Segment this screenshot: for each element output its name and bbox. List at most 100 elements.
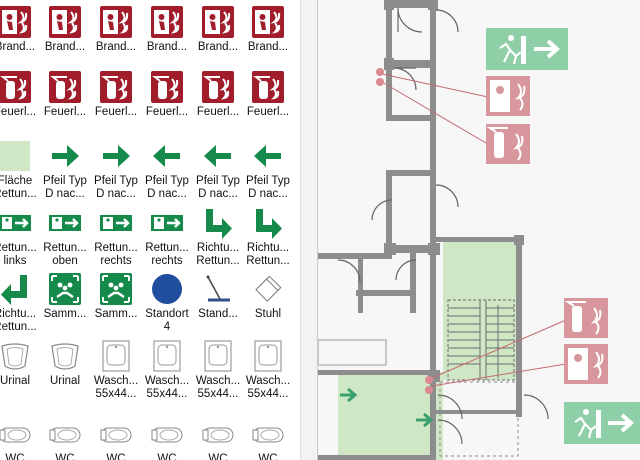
shape-tile[interactable]: Samm... — [91, 273, 141, 321]
toilet-icon — [252, 418, 284, 450]
shape-tile[interactable]: Richtu... Rettun... — [193, 207, 243, 268]
shape-label: Richtu... Rettun... — [0, 308, 37, 333]
shape-label: Rettun... rechts — [94, 242, 138, 267]
shape-tile[interactable]: Feuerl... — [40, 71, 90, 119]
fire-extinguisher-icon — [0, 71, 31, 103]
shape-tile[interactable]: Feuerl... — [243, 71, 293, 119]
shape-tile[interactable]: Richtu... Rettun... — [0, 273, 40, 334]
shape-tile[interactable]: WC — [142, 418, 192, 460]
fire-alarm-button-icon — [49, 6, 81, 38]
shape-label: Brand... — [197, 41, 239, 53]
shape-label: WC — [208, 453, 228, 460]
shape-tile[interactable]: WC — [0, 418, 40, 460]
chair-icon — [252, 273, 284, 305]
shape-label: Wasch... 55x44... — [93, 375, 139, 400]
escape-route-sign-icon — [0, 207, 31, 239]
shape-tile[interactable]: Rettun... rechts — [142, 207, 192, 268]
washbasin-icon — [151, 340, 183, 372]
shape-tile[interactable]: Brand... — [0, 6, 40, 54]
shape-label: Wasch... 55x44... — [245, 375, 291, 400]
shape-tile[interactable]: Brand... — [142, 6, 192, 54]
shape-label: Standort 4 — [145, 308, 189, 333]
shape-tile[interactable]: Fläche Rettun... — [0, 140, 40, 201]
shape-label: Stuhl — [254, 308, 282, 320]
standing-lamp-icon — [202, 273, 234, 305]
shape-tile[interactable]: Wasch... 55x44... — [91, 340, 141, 401]
arrow-left-icon — [202, 140, 234, 172]
shape-tile[interactable]: Pfeil Typ D nac... — [40, 140, 90, 201]
washbasin-icon — [100, 340, 132, 372]
exit-sign-icon[interactable] — [486, 28, 568, 70]
urinal-icon — [49, 340, 81, 372]
shape-tile[interactable]: Feuerl... — [193, 71, 243, 119]
arrow-right-icon — [49, 140, 81, 172]
shape-tile[interactable]: Wasch... 55x44... — [243, 340, 293, 401]
toilet-icon — [0, 418, 31, 450]
shape-tile[interactable]: WC — [40, 418, 90, 460]
shape-label: WC — [258, 453, 278, 460]
exit-sign-icon[interactable] — [564, 402, 640, 444]
fire-alarm-sign-icon[interactable] — [486, 76, 530, 116]
shape-tile[interactable]: Brand... — [193, 6, 243, 54]
shape-tile[interactable]: Standort 4 — [142, 273, 192, 334]
shape-tile[interactable]: Pfeil Typ D nac... — [243, 140, 293, 201]
shape-tile[interactable]: Brand... — [40, 6, 90, 54]
shape-tile[interactable]: Stuhl — [243, 273, 293, 321]
fire-extinguisher-icon — [49, 71, 81, 103]
fire-extinguisher-sign-icon[interactable] — [564, 298, 608, 338]
shape-tile[interactable]: Feuerl... — [91, 71, 141, 119]
shape-tile[interactable]: WC — [91, 418, 141, 460]
shape-tile[interactable]: Rettun... links — [0, 207, 40, 268]
shape-label: Feuerl... — [0, 106, 37, 118]
toilet-icon — [202, 418, 234, 450]
shape-label: Rettun... links — [0, 242, 37, 267]
shape-label: Wasch... 55x44... — [144, 375, 190, 400]
escape-route-sign-icon — [151, 207, 183, 239]
shape-tile[interactable]: Wasch... 55x44... — [142, 340, 192, 401]
shape-label: WC — [106, 453, 126, 460]
fire-alarm-button-icon — [252, 6, 284, 38]
shape-tile[interactable]: Pfeil Typ D nac... — [91, 140, 141, 201]
urinal-icon — [0, 340, 31, 372]
shape-label: Brand... — [0, 41, 36, 53]
shape-tile[interactable]: Urinal — [0, 340, 40, 388]
shape-tile[interactable]: Rettun... oben — [40, 207, 90, 268]
shape-tile[interactable]: Feuerl... — [142, 71, 192, 119]
arrow-right-icon — [100, 140, 132, 172]
shape-tile[interactable]: Urinal — [40, 340, 90, 388]
shape-label: Pfeil Typ D nac... — [43, 175, 87, 200]
shape-tile[interactable]: Wasch... 55x44... — [193, 340, 243, 401]
shape-label: Pfeil Typ D nac... — [145, 175, 189, 200]
toilet-icon — [49, 418, 81, 450]
shape-label: Feuerl... — [94, 106, 138, 118]
washbasin-icon — [202, 340, 234, 372]
fire-extinguisher-icon — [100, 71, 132, 103]
shape-label: Samm... — [43, 308, 87, 320]
shape-tile[interactable]: Stand... — [193, 273, 243, 321]
drawing-canvas[interactable] — [318, 0, 640, 460]
fire-extinguisher-sign-icon[interactable] — [486, 124, 530, 164]
shape-tile[interactable]: Feuerl... — [0, 71, 40, 119]
shape-tile[interactable]: WC — [193, 418, 243, 460]
shape-tile[interactable]: Pfeil Typ D nac... — [142, 140, 192, 201]
shape-tile[interactable]: Samm... — [40, 273, 90, 321]
shape-tile[interactable]: Brand... — [243, 6, 293, 54]
escape-area-stairs[interactable] — [443, 240, 519, 380]
shape-tile[interactable]: Richtu... Rettun... — [243, 207, 293, 268]
shape-label: Pfeil Typ D nac... — [246, 175, 290, 200]
shape-tile[interactable]: WC — [243, 418, 293, 460]
shape-label: WC — [55, 453, 75, 460]
panel-splitter[interactable] — [300, 0, 318, 460]
turn-arrow-down-right-icon — [252, 207, 284, 239]
fire-alarm-sign-icon[interactable] — [564, 344, 608, 384]
assembly-point-icon — [100, 273, 132, 305]
fire-alarm-button-icon — [202, 6, 234, 38]
turn-arrow-down-left-icon — [0, 273, 31, 305]
shape-label: Samm... — [94, 308, 138, 320]
shape-tile[interactable]: Rettun... rechts — [91, 207, 141, 268]
shape-tile[interactable]: Brand... — [91, 6, 141, 54]
toilet-icon — [151, 418, 183, 450]
shape-label: Brand... — [146, 41, 188, 53]
fire-alarm-button-icon — [151, 6, 183, 38]
shape-tile[interactable]: Pfeil Typ D nac... — [193, 140, 243, 201]
